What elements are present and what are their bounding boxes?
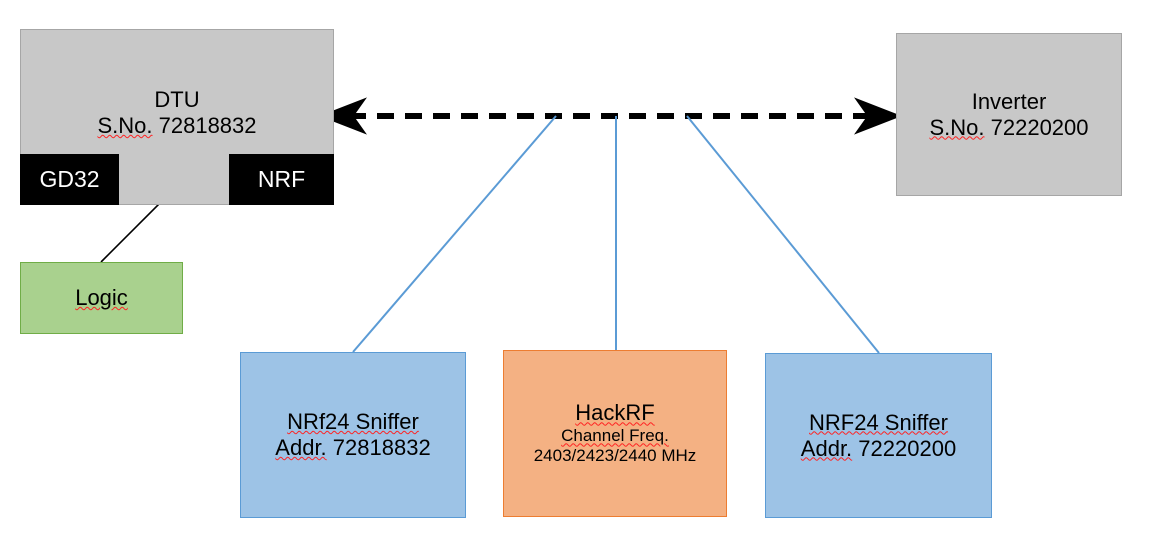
hackrf-frequencies: 2403/2423/2440 MHz: [533, 446, 697, 466]
hackrf-subtitle-text: Channel Freq.: [561, 426, 669, 446]
rf-link-to-sniffer-left: [352, 115, 557, 353]
gd32-chip[interactable]: GD32: [20, 154, 119, 205]
inverter-serial: S.No. 72220200: [929, 115, 1088, 141]
dtu-serial-number: 72818832: [158, 112, 257, 138]
sniffer-right-title-text: NRF24 Sniffer: [809, 409, 948, 435]
nrf-chip[interactable]: NRF: [229, 154, 334, 205]
sniffer-left-address-prefix: Addr.: [275, 435, 327, 460]
hackrf-title: HackRF: [575, 400, 654, 426]
sniffer-right-title: NRF24 Sniffer: [809, 410, 948, 436]
rf-link-to-sniffer-right: [686, 115, 880, 354]
dtu-serial-prefix: S.No.: [97, 112, 153, 138]
hackrf-title-text: HackRF: [575, 400, 655, 426]
inverter-node[interactable]: Inverter S.No. 72220200: [896, 33, 1122, 196]
inverter-serial-number: 72220200: [990, 114, 1089, 140]
inverter-title: Inverter: [971, 88, 1047, 114]
inverter-serial-prefix: S.No.: [929, 114, 985, 140]
nrf-label: NRF: [257, 165, 306, 192]
sniffer-left-title-text: NRf24 Sniffer: [287, 409, 419, 435]
logic-analyzer-node[interactable]: Logic: [20, 262, 183, 334]
dtu-serial: S.No. 72818832: [97, 113, 256, 139]
hackrf-subtitle: Channel Freq.: [561, 426, 669, 446]
logic-label: Logic: [75, 285, 128, 311]
dtu-label-group: DTU S.No. 72818832: [97, 87, 256, 139]
sniffer-right-node[interactable]: NRF24 Sniffer Addr. 72220200: [765, 353, 992, 518]
hackrf-node[interactable]: HackRF Channel Freq. 2403/2423/2440 MHz: [503, 350, 727, 517]
sniffer-left-title: NRf24 Sniffer: [287, 409, 419, 435]
sniffer-right-address-prefix: Addr.: [800, 435, 853, 461]
sniffer-left-address-number: 72818832: [332, 435, 431, 460]
sniffer-right-address: Addr. 72220200: [801, 436, 956, 462]
sniffer-right-address-number: 72220200: [858, 435, 957, 461]
gd32-label: GD32: [39, 165, 100, 192]
sniffer-left-address: Addr. 72818832: [275, 435, 430, 461]
dtu-title: DTU: [154, 87, 200, 112]
sniffer-left-node[interactable]: NRf24 Sniffer Addr. 72818832: [240, 352, 466, 518]
